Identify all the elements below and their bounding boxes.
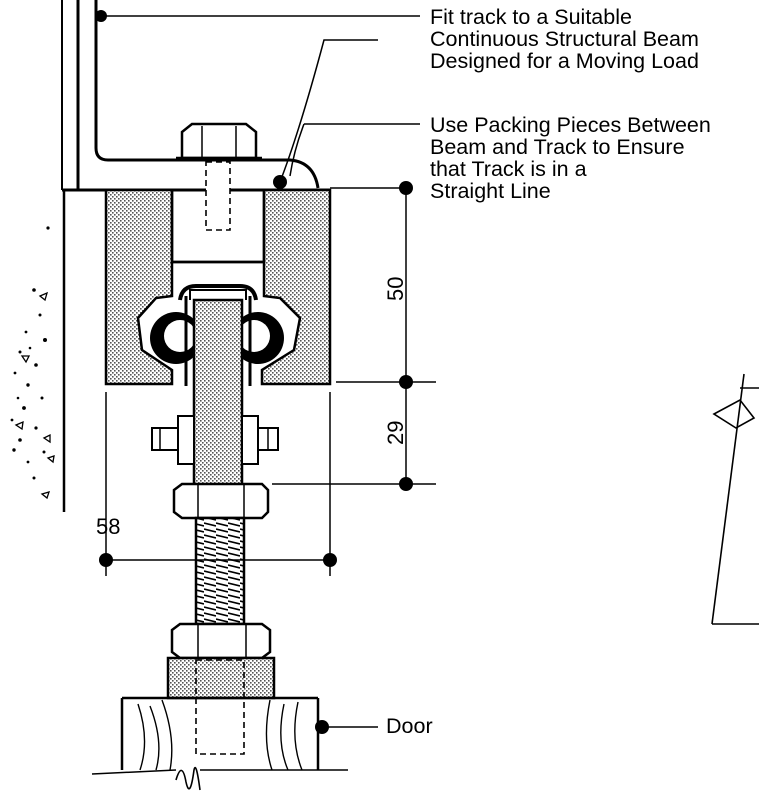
callout-fit-track-line-3: Designed for a Moving Load	[430, 49, 699, 73]
dimension-label-58: 58	[96, 514, 121, 539]
callout-packing-line-1: Use Packing Pieces Between	[430, 113, 711, 137]
callout-fit-track-line-1: Fit track to a Suitable	[430, 5, 632, 29]
callout-packing: Use Packing Pieces Between Beam and Trac…	[430, 114, 711, 202]
wall	[10, 0, 66, 512]
dimension-label-29: 29	[383, 420, 408, 445]
callout-leaders	[101, 15, 420, 183]
wall-aggregate	[10, 226, 50, 480]
door	[91, 696, 378, 791]
trolley-wheels	[150, 284, 284, 386]
callout-packing-line-3: that Track is in a	[430, 157, 587, 181]
top-bolt	[176, 122, 262, 231]
dimension-dots	[99, 181, 413, 567]
callout-packing-line-2: Beam and Track to Ensure	[430, 135, 685, 159]
track	[104, 188, 332, 386]
wall-aggregate-triangles	[14, 291, 55, 500]
callout-packing-line-4: Straight Line	[430, 179, 551, 203]
hanger-stem	[151, 298, 279, 490]
cross-bolt	[151, 415, 279, 465]
dimension-label-50: 50	[383, 276, 408, 301]
upper-nut	[172, 482, 270, 520]
callout-fit-track: Fit track to a Suitable Continuous Struc…	[430, 6, 699, 72]
structural-beam	[62, 0, 330, 192]
door-bracket	[166, 656, 276, 755]
threaded-rod	[194, 516, 246, 626]
lower-nut	[170, 622, 272, 660]
callout-fit-track-line-2: Continuous Structural Beam	[430, 27, 699, 51]
partial-side-detail	[711, 373, 759, 625]
callout-door: Door	[386, 714, 433, 738]
